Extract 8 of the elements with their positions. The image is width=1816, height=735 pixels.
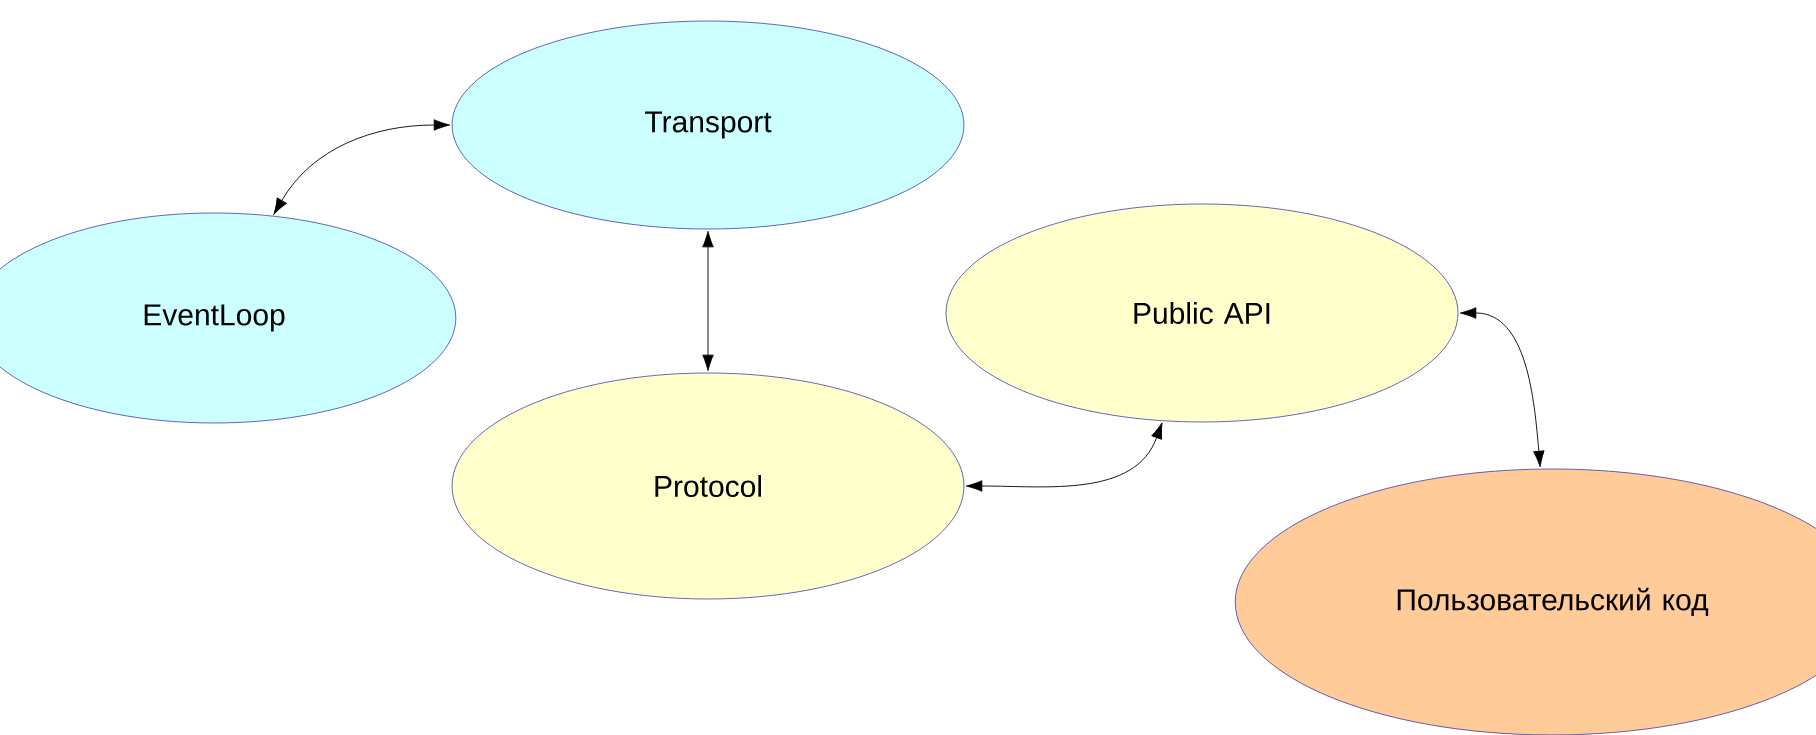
arrow xyxy=(965,422,1163,492)
arrow xyxy=(273,119,451,215)
ellipse-node: Пользовательский код xyxy=(1234,468,1816,735)
ellipse-node: Public API xyxy=(945,203,1459,423)
arrow xyxy=(702,230,714,372)
arrow xyxy=(1459,307,1545,468)
ellipse-node: Protocol xyxy=(451,372,965,600)
ellipse-node: Transport xyxy=(451,20,965,230)
